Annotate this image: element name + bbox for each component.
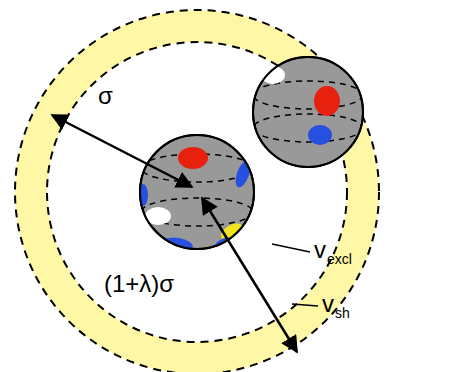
volume-subscript: sh <box>335 306 350 320</box>
shell-radius-label: (1+λ)σ <box>104 272 174 296</box>
sigma-label: σ <box>98 84 113 108</box>
volume-symbol: v <box>322 292 334 316</box>
volume-symbol: v <box>314 238 326 262</box>
volume-subscript: excl <box>327 252 352 266</box>
